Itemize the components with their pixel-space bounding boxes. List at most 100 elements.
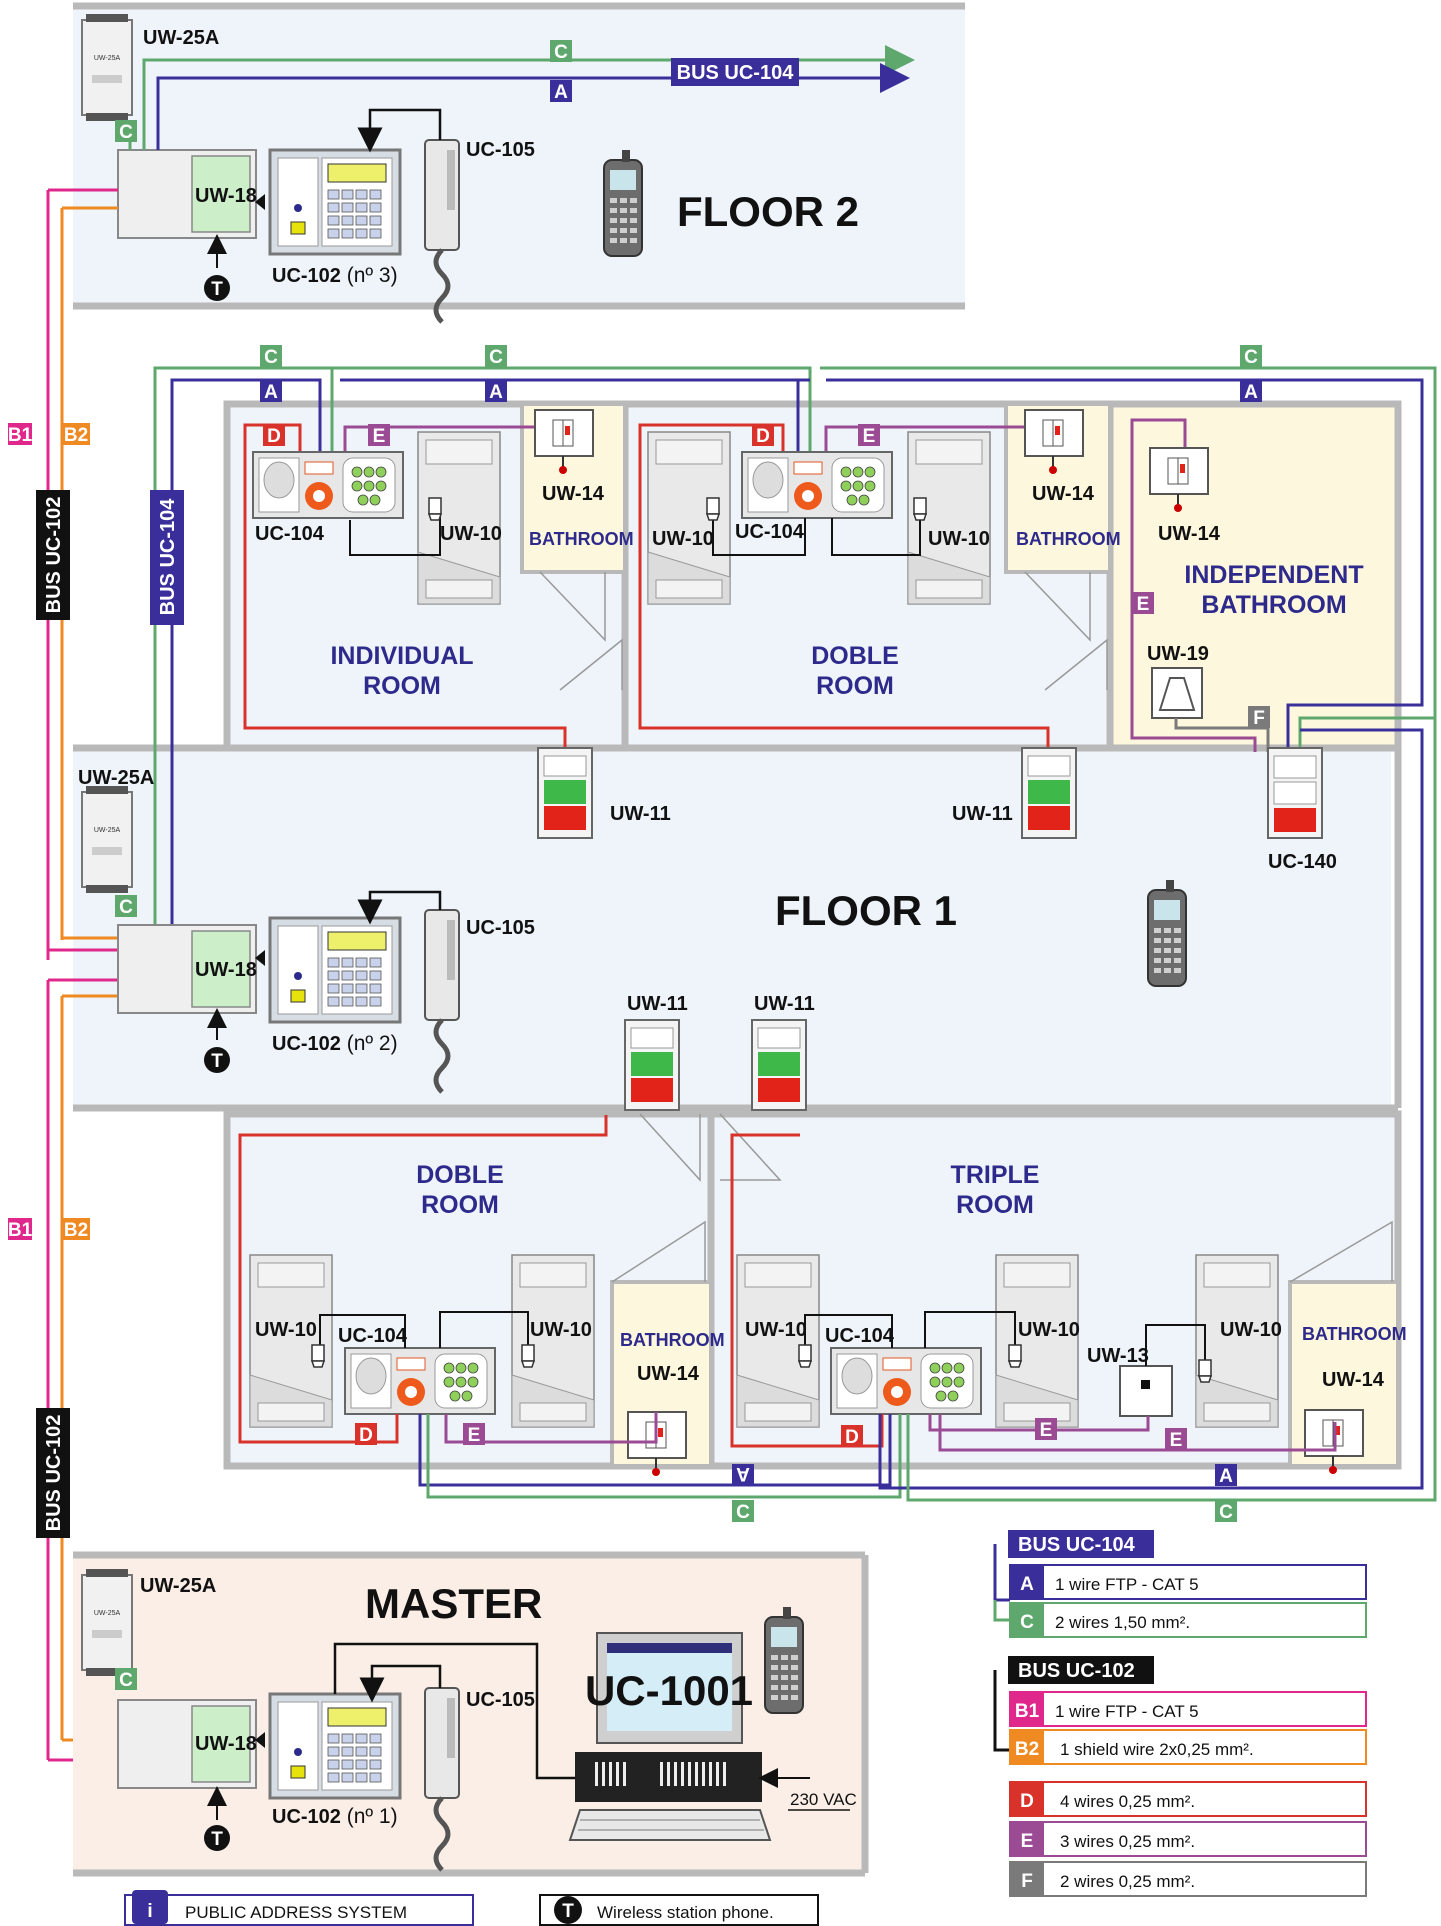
wireless-phone-icon bbox=[204, 275, 230, 301]
svg-text:B2: B2 bbox=[64, 1220, 88, 1241]
uc102-master-label: UC-102 (nº 1) bbox=[272, 1805, 398, 1828]
svg-text:C: C bbox=[119, 1670, 133, 1691]
svg-text:INDEPENDENT: INDEPENDENT bbox=[1184, 561, 1363, 589]
svg-text:UW-18: UW-18 bbox=[195, 959, 257, 981]
floor2-title: FLOOR 2 bbox=[677, 188, 859, 235]
svg-text:C: C bbox=[489, 347, 503, 368]
svg-text:ROOM: ROOM bbox=[421, 1191, 499, 1219]
svg-text:BATHROOM: BATHROOM bbox=[529, 529, 634, 549]
public-address-box bbox=[124, 1894, 474, 1926]
svg-text:UW-10: UW-10 bbox=[440, 523, 502, 545]
legend-c-desc: 2 wires 1,50 mm². bbox=[1055, 1613, 1190, 1632]
svg-text:UW-11: UW-11 bbox=[952, 803, 1013, 825]
svg-text:UW-10: UW-10 bbox=[745, 1319, 807, 1341]
uc102-master bbox=[268, 1692, 402, 1800]
svg-text:UC-140: UC-140 bbox=[1268, 851, 1337, 873]
uc104-individual-room bbox=[252, 451, 404, 519]
svg-text:C: C bbox=[554, 42, 568, 63]
svg-text:UW-10: UW-10 bbox=[255, 1319, 317, 1341]
svg-text:BUS UC-104: BUS UC-104 bbox=[1018, 1534, 1136, 1556]
svg-text:BATHROOM: BATHROOM bbox=[620, 1330, 725, 1350]
uc102-floor1-label: UC-102 (nº 2) bbox=[272, 1032, 398, 1055]
svg-text:E: E bbox=[1170, 1430, 1183, 1451]
svg-text:D: D bbox=[1020, 1791, 1034, 1812]
svg-text:BUS UC-104: BUS UC-104 bbox=[677, 62, 795, 84]
legend-b2-desc: 1 shield wire 2x0,25 mm². bbox=[1060, 1740, 1254, 1759]
svg-text:A: A bbox=[1020, 1574, 1034, 1595]
svg-text:UW-14: UW-14 bbox=[1158, 523, 1221, 545]
svg-text:D: D bbox=[267, 426, 281, 447]
svg-text:UW-19: UW-19 bbox=[1147, 643, 1209, 665]
uc104-doble-bottom bbox=[344, 1347, 496, 1415]
uw25a-label: UW-25A bbox=[143, 27, 219, 49]
uw13-device bbox=[1119, 1365, 1173, 1417]
svg-text:C: C bbox=[736, 1502, 750, 1523]
legend-e-desc: 3 wires 0,25 mm². bbox=[1060, 1832, 1195, 1851]
svg-text:UW-10: UW-10 bbox=[652, 528, 714, 550]
svg-text:i: i bbox=[147, 1901, 152, 1922]
svg-text:BUS UC-102: BUS UC-102 bbox=[43, 1415, 65, 1532]
svg-text:T: T bbox=[211, 279, 223, 300]
svg-text:DOBLE: DOBLE bbox=[416, 1161, 504, 1189]
svg-text:D: D bbox=[756, 426, 770, 447]
uc104-triple bbox=[830, 1347, 982, 1415]
uw11-triple bbox=[751, 1019, 807, 1111]
legend-d-desc: 4 wires 0,25 mm². bbox=[1060, 1792, 1195, 1811]
svg-text:A: A bbox=[264, 382, 278, 403]
svg-text:E: E bbox=[468, 1425, 481, 1446]
svg-text:T: T bbox=[562, 1901, 574, 1922]
svg-text:B2: B2 bbox=[1015, 1739, 1039, 1760]
svg-text:BATHROOM: BATHROOM bbox=[1016, 529, 1121, 549]
svg-text:UC-104: UC-104 bbox=[735, 521, 805, 543]
uw11-doble-bottom bbox=[624, 1019, 680, 1111]
svg-text:A: A bbox=[489, 382, 503, 403]
svg-text:C: C bbox=[1219, 1502, 1233, 1523]
bus-uc104-banner bbox=[671, 58, 799, 86]
svg-text:T: T bbox=[211, 1051, 223, 1072]
svg-text:E: E bbox=[1137, 594, 1150, 615]
svg-text:UW-14: UW-14 bbox=[1032, 483, 1095, 505]
svg-text:E: E bbox=[1021, 1831, 1034, 1852]
svg-text:A: A bbox=[736, 1463, 750, 1484]
svg-text:UW-25A: UW-25A bbox=[78, 767, 154, 789]
svg-text:UC-1001: UC-1001 bbox=[585, 1667, 753, 1714]
uc102-floor1 bbox=[268, 916, 402, 1024]
svg-text:UW-14: UW-14 bbox=[1322, 1369, 1385, 1391]
svg-text:UW-10: UW-10 bbox=[1220, 1319, 1282, 1341]
svg-text:UW-11: UW-11 bbox=[627, 993, 688, 1015]
svg-text:UW-11: UW-11 bbox=[754, 993, 815, 1015]
svg-text:E: E bbox=[1040, 1420, 1053, 1441]
svg-text:UW-13: UW-13 bbox=[1087, 1345, 1149, 1367]
svg-text:BATHROOM: BATHROOM bbox=[1302, 1324, 1407, 1344]
bed-triple-2 bbox=[995, 1254, 1079, 1428]
svg-text:ROOM: ROOM bbox=[363, 672, 441, 700]
svg-text:T: T bbox=[211, 1829, 223, 1850]
svg-text:TRIPLE: TRIPLE bbox=[951, 1161, 1040, 1189]
legend-b1-desc: 1 wire FTP - CAT 5 bbox=[1055, 1702, 1199, 1721]
wireless-phone-legend-box bbox=[539, 1894, 819, 1926]
mobile-phone-icon bbox=[603, 149, 643, 257]
svg-text:E: E bbox=[373, 426, 386, 447]
legend-f-desc: 2 wires 0,25 mm². bbox=[1060, 1872, 1195, 1891]
svg-text:UC-104: UC-104 bbox=[255, 523, 325, 545]
svg-text:ROOM: ROOM bbox=[956, 1191, 1034, 1219]
uc104-doble-top bbox=[741, 451, 893, 519]
svg-text:D: D bbox=[845, 1427, 859, 1448]
svg-text:UW-10: UW-10 bbox=[530, 1319, 592, 1341]
bed-doble-bottom-right bbox=[511, 1254, 595, 1428]
legend-bus102-title bbox=[1008, 1656, 1154, 1684]
svg-text:DOBLE: DOBLE bbox=[811, 642, 899, 670]
bed-triple-3 bbox=[1195, 1254, 1279, 1428]
public-address-text: PUBLIC ADDRESS SYSTEM bbox=[185, 1903, 407, 1922]
svg-text:C: C bbox=[1244, 347, 1258, 368]
uw25a-psu-floor1 bbox=[81, 785, 133, 894]
svg-text:C: C bbox=[264, 347, 278, 368]
mobile-phone-icon-master bbox=[764, 1606, 804, 1714]
bus-uc102-label-lower bbox=[36, 1408, 70, 1538]
svg-text:ROOM: ROOM bbox=[816, 672, 894, 700]
svg-text:BUS UC-102: BUS UC-102 bbox=[43, 497, 65, 614]
svg-text:A: A bbox=[554, 82, 568, 103]
svg-text:UC-104: UC-104 bbox=[825, 1325, 895, 1347]
